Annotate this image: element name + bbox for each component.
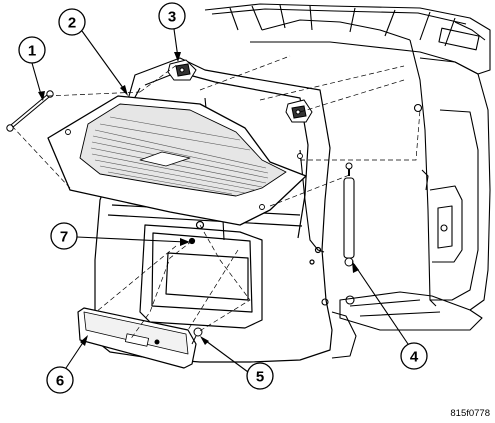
callout-2-number: 2 xyxy=(68,15,76,32)
callout-3: 3 xyxy=(158,2,186,62)
callout-4: 4 xyxy=(352,261,428,370)
callout-1-number: 1 xyxy=(28,43,36,60)
callout-3-number: 3 xyxy=(168,9,176,26)
liftglass xyxy=(47,95,307,226)
callout-7: 7 xyxy=(50,222,190,250)
figure-reference-code: 815f0778 xyxy=(450,408,490,419)
callout-6-number: 6 xyxy=(56,373,64,390)
support-cylinder-left xyxy=(6,90,54,132)
callout-4-number: 4 xyxy=(410,349,419,366)
callout-5: 5 xyxy=(200,336,274,390)
applique xyxy=(77,307,197,369)
support-cylinder-right xyxy=(343,162,355,267)
callout-2: 2 xyxy=(58,8,128,96)
callout-1: 1 xyxy=(18,36,46,101)
liftglass-hinge-right xyxy=(285,99,313,123)
fastener xyxy=(191,327,203,345)
callout-5-number: 5 xyxy=(256,369,264,386)
callout-6: 6 xyxy=(46,335,88,394)
callout-7-number: 7 xyxy=(60,229,68,246)
liftglass-hinge-left xyxy=(167,59,197,81)
